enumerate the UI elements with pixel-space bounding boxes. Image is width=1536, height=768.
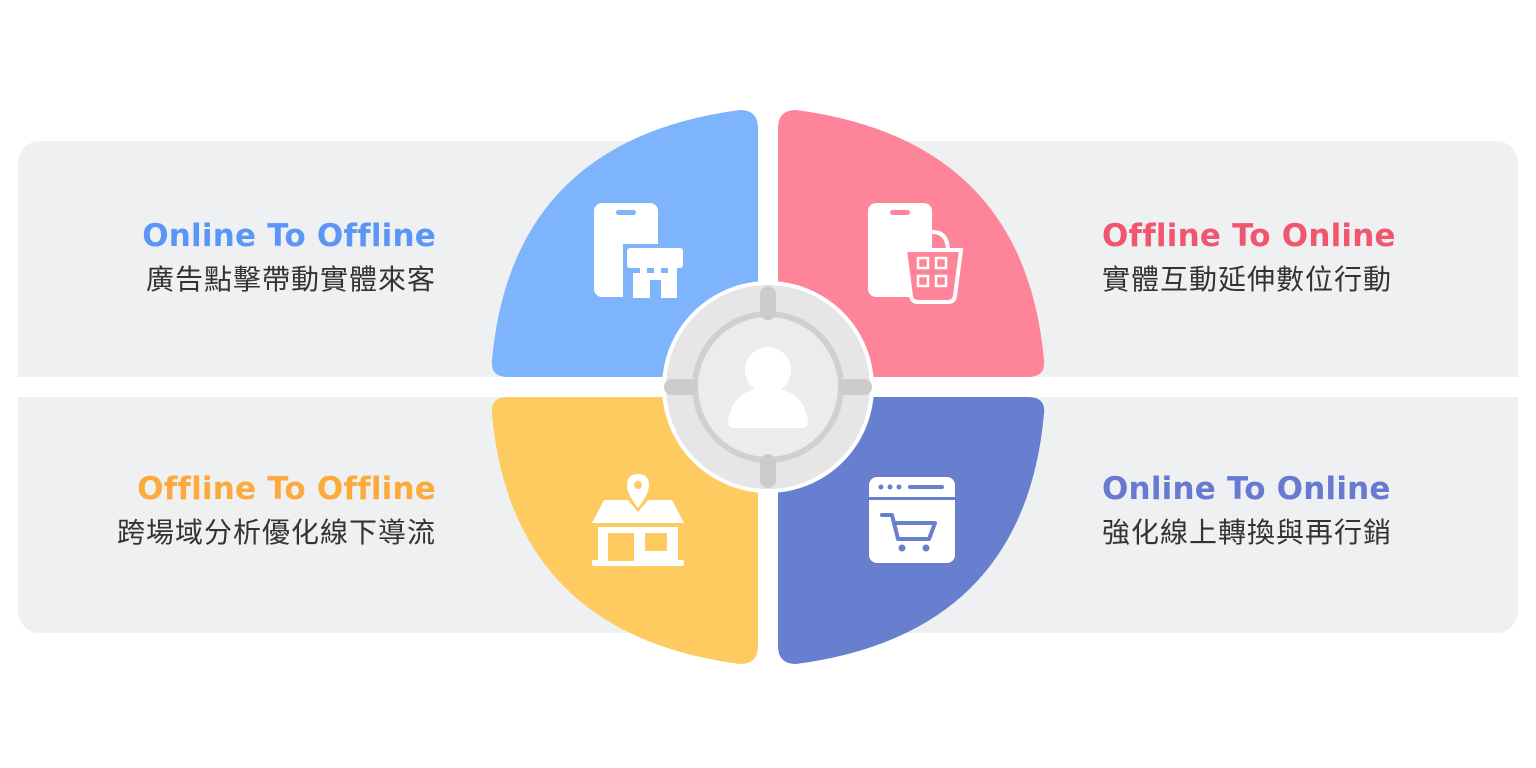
label-online-to-online: Online To Online 強化線上轉換與再行銷 <box>1102 469 1532 555</box>
label-online-to-offline: Online To Offline 廣告點擊帶動實體來客 <box>6 216 436 302</box>
subtitle-online-to-offline: 廣告點擊帶動實體來客 <box>145 263 436 296</box>
label-offline-to-offline: Offline To Offline 跨場域分析優化線下導流 <box>6 469 436 555</box>
user-target-icon <box>662 281 874 493</box>
mobile-shopping-basket-icon <box>868 203 964 304</box>
browser-shopping-cart-icon <box>869 477 955 563</box>
label-offline-to-online: Offline To Online 實體互動延伸數位行動 <box>1102 216 1532 302</box>
title-offline-to-offline: Offline To Offline <box>137 471 436 507</box>
subtitle-offline-to-online: 實體互動延伸數位行動 <box>1102 263 1393 296</box>
title-online-to-online: Online To Online <box>1102 471 1391 507</box>
store-location-icon <box>592 474 684 566</box>
title-offline-to-online: Offline To Online <box>1102 218 1396 254</box>
title-online-to-offline: Online To Offline <box>142 218 436 254</box>
subtitle-offline-to-offline: 跨場域分析優化線下導流 <box>116 516 436 549</box>
subtitle-online-to-online: 強化線上轉換與再行銷 <box>1102 516 1393 549</box>
mobile-storefront-icon <box>594 203 687 304</box>
